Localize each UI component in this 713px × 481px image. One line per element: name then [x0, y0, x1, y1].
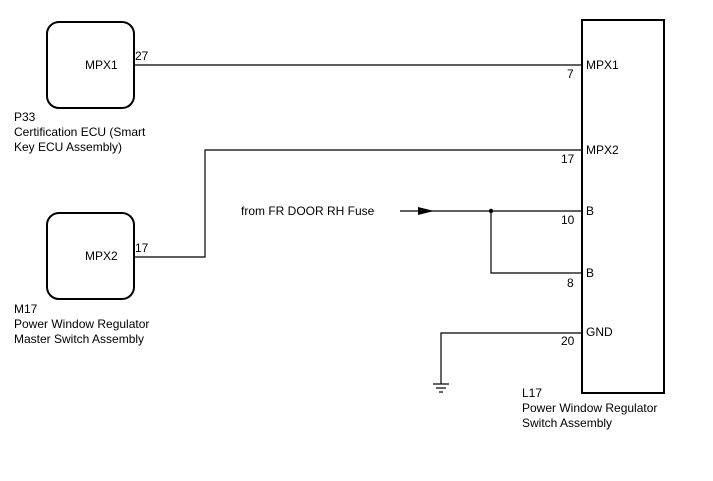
l17-pin-mpx1-name: MPX1 — [586, 58, 619, 72]
p33-pin-name: MPX1 — [85, 58, 118, 72]
l17-pin-b1-name: B — [586, 204, 595, 218]
p33-pin-number: 27 — [135, 49, 149, 63]
m17-code: M17 — [14, 302, 38, 316]
m17-name-line1: Power Window Regulator — [14, 317, 150, 331]
l17-code: L17 — [522, 386, 543, 400]
l17-name-line1: Power Window Regulator — [522, 401, 658, 415]
m17-name-line2: Master Switch Assembly — [14, 332, 145, 346]
power-source-label: from FR DOOR RH Fuse — [241, 204, 375, 218]
p33-name-line2: Key ECU Assembly) — [14, 140, 123, 154]
m17-pin-name: MPX2 — [85, 249, 118, 263]
l17-pin-b2-number: 8 — [567, 276, 574, 290]
mpx2-wire — [134, 149, 582, 258]
l17-switch-box — [581, 19, 665, 394]
ground-icon — [433, 383, 449, 393]
l17-pin-gnd-name: GND — [586, 325, 613, 339]
p33-name-line1: Certification ECU (Smart — [14, 125, 146, 139]
m17-switch-box — [46, 212, 135, 300]
l17-pin-mpx2-number: 17 — [561, 152, 575, 166]
power-feed-arrow — [418, 207, 434, 215]
l17-pin-b2-name: B — [586, 266, 595, 280]
b-branch-wire — [490, 211, 582, 274]
m17-pin-number: 17 — [135, 241, 149, 255]
gnd-wire — [440, 332, 582, 384]
l17-name-line2: Switch Assembly — [522, 416, 613, 430]
l17-pin-mpx1-number: 7 — [567, 67, 574, 81]
l17-pin-gnd-number: 20 — [561, 334, 575, 348]
l17-pin-mpx2-name: MPX2 — [586, 143, 619, 157]
l17-pin-b1-number: 10 — [561, 213, 575, 227]
p33-code: P33 — [14, 110, 36, 124]
